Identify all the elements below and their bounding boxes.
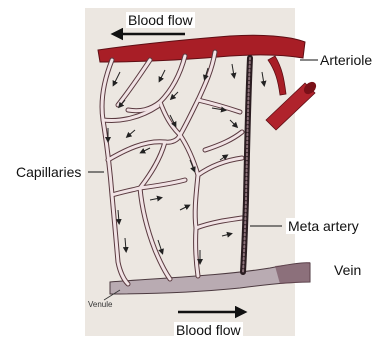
label-arteriole: Arteriole bbox=[318, 52, 374, 68]
label-vein: Vein bbox=[332, 262, 363, 278]
label-blood-flow-bottom: Blood flow bbox=[174, 322, 243, 338]
label-venule: Venule bbox=[88, 300, 112, 310]
label-blood-flow-top: Blood flow bbox=[126, 12, 195, 28]
label-meta-artery: Meta artery bbox=[286, 218, 361, 234]
label-capillaries: Capillaries bbox=[14, 164, 83, 180]
